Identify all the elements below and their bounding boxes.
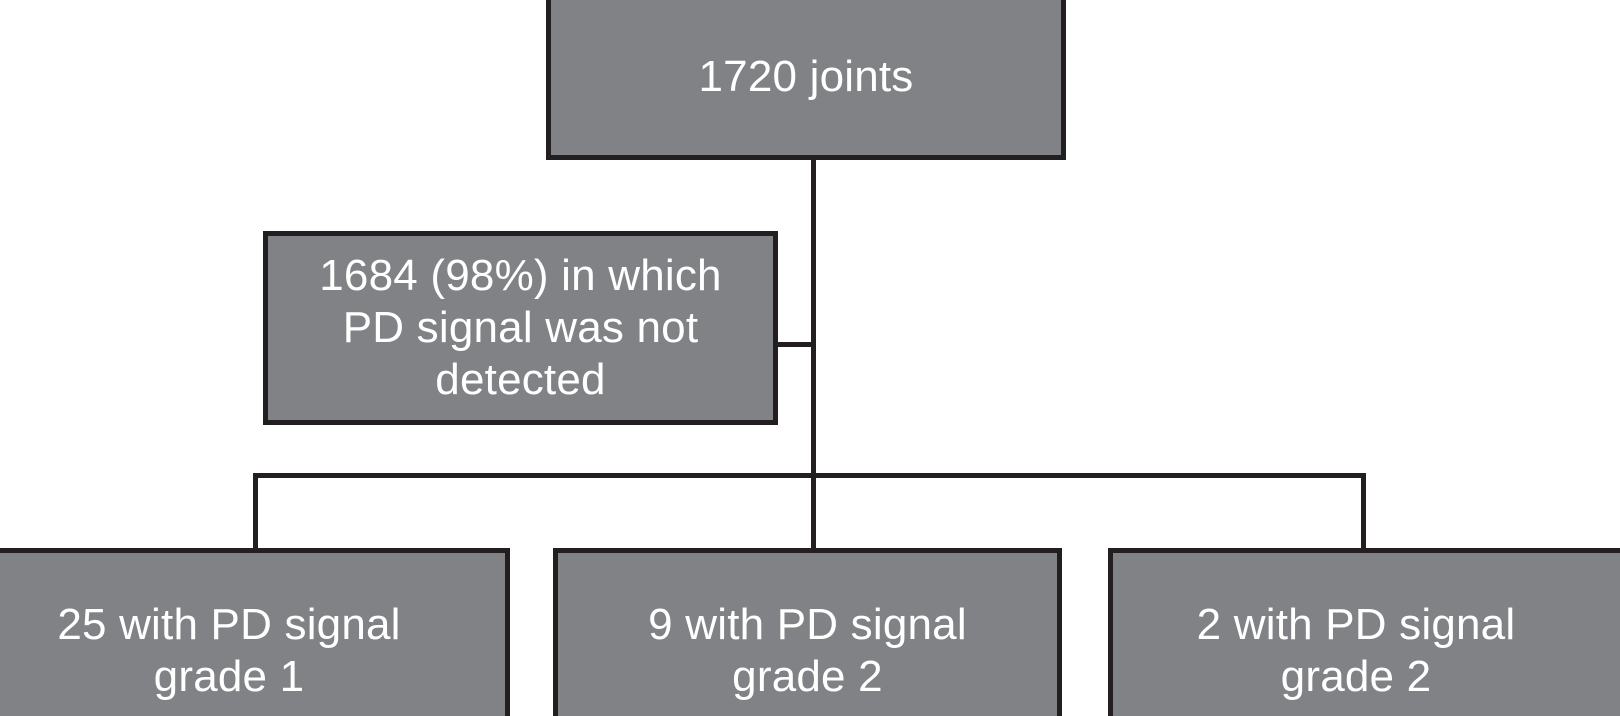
node-pd-grade-2-9: 9 with PD signal grade 2 (553, 548, 1062, 716)
connector-drop-center (811, 473, 816, 553)
connector-drop-left (253, 473, 258, 553)
connector-drop-right (1361, 473, 1366, 553)
node-pd-grade-2-9-label: 9 with PD signal grade 2 (648, 599, 967, 701)
connector-splitter-horizontal (253, 473, 1366, 478)
connector-trunk-vertical (811, 158, 816, 478)
node-pd-grade-1-25: 25 with PD signal grade 1 (0, 548, 510, 716)
node-pd-grade-2-2: 2 with PD signal grade 2 (1108, 548, 1620, 716)
connector-not-detected-stub (774, 342, 816, 347)
node-pd-not-detected-label: 1684 (98%) in which PD signal was not de… (319, 251, 722, 404)
node-pd-grade-1-25-label: 25 with PD signal grade 1 (57, 599, 401, 701)
node-total-joints-label: 1720 joints (698, 52, 914, 102)
node-pd-grade-2-2-label: 2 with PD signal grade 2 (1196, 599, 1516, 701)
node-total-joints: 1720 joints (546, 0, 1066, 160)
node-pd-not-detected: 1684 (98%) in which PD signal was not de… (263, 231, 778, 425)
